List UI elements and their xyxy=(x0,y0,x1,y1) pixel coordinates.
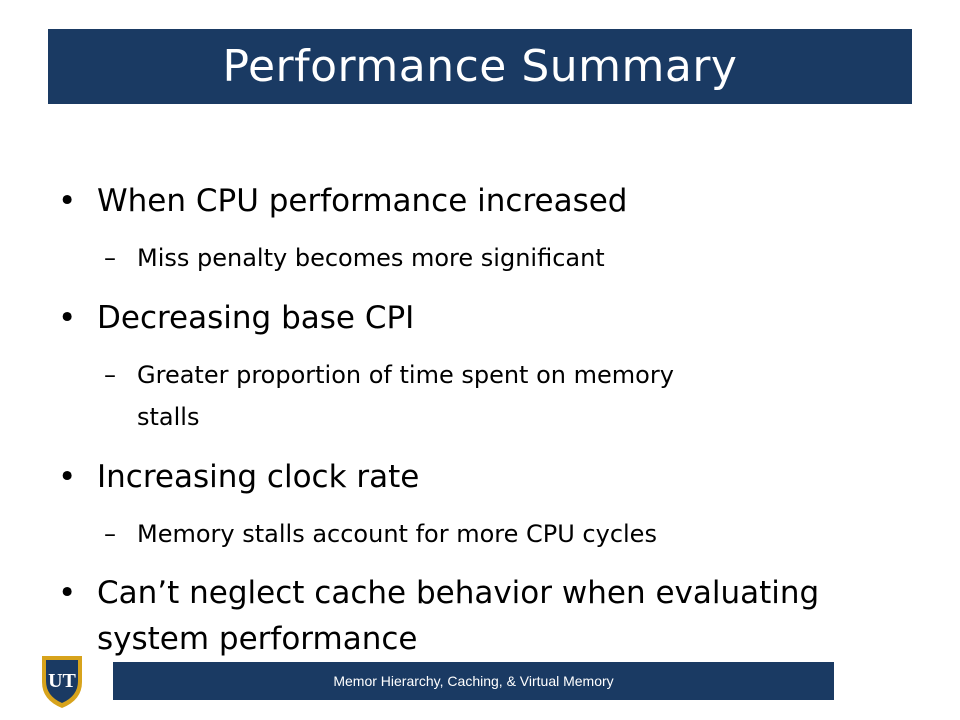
sub-bullet-marker: – xyxy=(104,361,116,389)
bullet-4-line1: Can’t neglect cache behavior when evalua… xyxy=(97,575,820,611)
sub-bullet-2-line2: stalls xyxy=(137,403,200,431)
footer-bar: Memor Hierarchy, Caching, & Virtual Memo… xyxy=(113,662,834,700)
bullet-marker: • xyxy=(58,575,77,611)
sub-bullet-2-line1: Greater proportion of time spent on memo… xyxy=(137,361,674,389)
footer-text: Memor Hierarchy, Caching, & Virtual Memo… xyxy=(333,673,614,689)
logo-text: UT xyxy=(48,670,76,692)
sub-bullet-marker: – xyxy=(104,244,116,272)
bullet-2: Decreasing base CPI xyxy=(97,300,415,336)
slide-title: Performance Summary xyxy=(222,40,738,92)
bullet-marker: • xyxy=(58,459,77,495)
shield-logo-icon: UT xyxy=(42,656,82,708)
bullet-marker: • xyxy=(58,300,77,336)
bullet-marker: • xyxy=(58,183,77,219)
sub-bullet-3: Memory stalls account for more CPU cycle… xyxy=(137,520,657,548)
title-bar: Performance Summary xyxy=(48,29,912,104)
bullet-4-line2: system performance xyxy=(97,621,418,657)
bullet-1: When CPU performance increased xyxy=(97,183,628,219)
sub-bullet-marker: – xyxy=(104,520,116,548)
sub-bullet-1: Miss penalty becomes more significant xyxy=(137,244,605,272)
bullet-3: Increasing clock rate xyxy=(97,459,420,495)
